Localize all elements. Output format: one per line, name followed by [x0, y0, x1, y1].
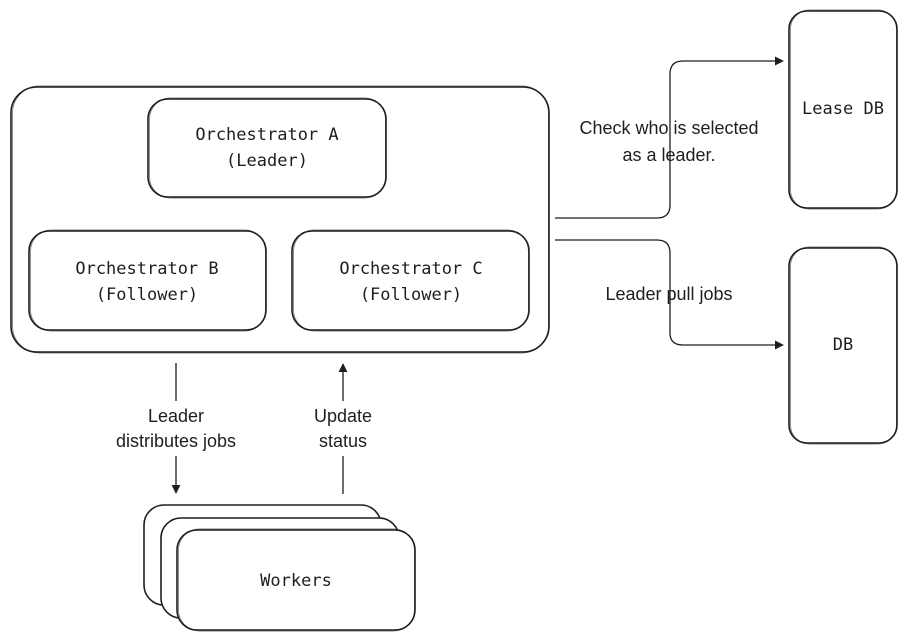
orchestrator-b-role: (Follower) [96, 285, 198, 305]
update-status-label-line2: status [319, 431, 367, 451]
orchestrator-a-node[interactable]: Orchestrator A (Leader) [147, 97, 387, 199]
db-node[interactable]: DB [788, 246, 898, 445]
lease-check-label-line1: Check who is selected [579, 118, 758, 138]
orchestrator-b-node[interactable]: Orchestrator B (Follower) [28, 229, 267, 332]
workers-name: Workers [260, 571, 332, 591]
lease-db-name: Lease DB [802, 99, 884, 119]
distribute-label-line1: Leader [148, 406, 204, 426]
distribute-label-line2: distributes jobs [116, 431, 236, 451]
lease-check-label-line2: as a leader. [622, 145, 715, 165]
lease-db-node[interactable]: Lease DB [788, 9, 898, 210]
workers-node[interactable]: Workers [143, 504, 416, 632]
orchestrator-b-name: Orchestrator B [75, 259, 218, 279]
db-name: DB [833, 335, 853, 355]
orchestrator-c-role: (Follower) [360, 285, 462, 305]
update-status-edge: Update status [314, 363, 372, 494]
pull-jobs-edge: Leader pull jobs [555, 239, 784, 350]
lease-check-edge: Check who is selected as a leader. [555, 56, 784, 219]
orchestrator-a-role: (Leader) [226, 151, 308, 171]
update-status-label-line1: Update [314, 406, 372, 426]
distribute-jobs-edge: Leader distributes jobs [116, 363, 236, 494]
orchestrator-c-node[interactable]: Orchestrator C (Follower) [291, 229, 530, 332]
orchestrator-a-name: Orchestrator A [195, 125, 338, 145]
orchestrator-c-name: Orchestrator C [339, 259, 482, 279]
pull-jobs-label: Leader pull jobs [605, 284, 732, 304]
